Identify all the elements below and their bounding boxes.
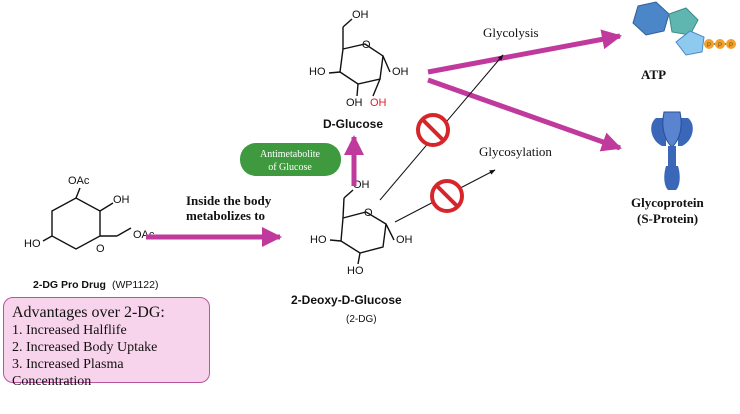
- advantage-item: 3. Increased Plasma: [12, 357, 124, 372]
- antimetabolite-badge: Antimetabolite of Glucose: [240, 143, 341, 176]
- atp-molecule-icon: P P P: [632, 1, 736, 56]
- atp-label: ATP: [641, 67, 666, 82]
- glucose-ring-o: O: [362, 39, 371, 51]
- antimetabolite-line1: Antimetabolite: [260, 149, 321, 160]
- metabolize-label-line2: metabolizes to: [186, 208, 265, 223]
- glucose-oh-bottom: OH: [346, 97, 363, 109]
- phosphate-label: P: [718, 43, 722, 49]
- prodrug-ring-o: O: [96, 243, 105, 255]
- prodrug-ho: HO: [24, 238, 41, 250]
- dg-ring-o: O: [364, 207, 373, 219]
- no-entry-icon: [430, 179, 464, 213]
- glycolysis-label: Glycolysis: [483, 25, 539, 40]
- no-entry-icon: [416, 113, 450, 147]
- advantage-item: Concentration: [12, 374, 92, 389]
- glucose-structure: OH OH HO OH OH O: [309, 9, 409, 109]
- prodrug-name: 2-DG Pro Drug: [33, 279, 106, 291]
- deoxyglucose-abbr: (2-DG): [346, 314, 377, 325]
- dg-ho-left: HO: [310, 234, 327, 246]
- advantages-box: Advantages over 2-DG: 1. Increased Halfl…: [3, 297, 210, 389]
- glucose-oh-right: OH: [392, 66, 409, 78]
- metabolize-label-line1: Inside the body: [186, 193, 272, 208]
- glycoprotein-icon: [651, 111, 693, 190]
- glucose-name: D-Glucose: [323, 117, 383, 131]
- dg-ho-bottom: HO: [347, 265, 364, 277]
- dg-oh-right: OH: [396, 234, 413, 246]
- glycolysis-arrow: [427, 29, 622, 75]
- antimetabolite-line2: of Glucose: [268, 162, 312, 173]
- sprotein-label: (S-Protein): [637, 211, 698, 226]
- prodrug-code: (WP1122): [112, 279, 159, 291]
- glucose-oh-top: OH: [352, 9, 369, 21]
- deoxyglucose-structure: OH HO OH HO O: [310, 179, 413, 277]
- dg-oh-top: OH: [353, 179, 370, 191]
- phosphate-label: P: [729, 43, 733, 49]
- advantage-item: 2. Increased Body Uptake: [12, 340, 158, 355]
- prodrug-oac-top: OAc: [68, 175, 90, 187]
- glucose-ho-left: HO: [309, 66, 326, 78]
- glucose-oh-highlight: OH: [370, 97, 387, 109]
- deoxyglucose-name: 2-Deoxy-D-Glucose: [291, 293, 402, 307]
- glycosylation-arrow: [427, 77, 622, 152]
- advantage-item: 1. Increased Halflife: [12, 323, 127, 338]
- glycosylation-label: Glycosylation: [479, 144, 552, 159]
- prodrug-structure: OAc OH OAc HO O: [24, 175, 155, 255]
- prodrug-oh: OH: [113, 194, 130, 206]
- advantages-title: Advantages over 2-DG:: [12, 304, 165, 321]
- glycoprotein-label: Glycoprotein: [631, 195, 704, 210]
- phosphate-label: P: [707, 43, 711, 49]
